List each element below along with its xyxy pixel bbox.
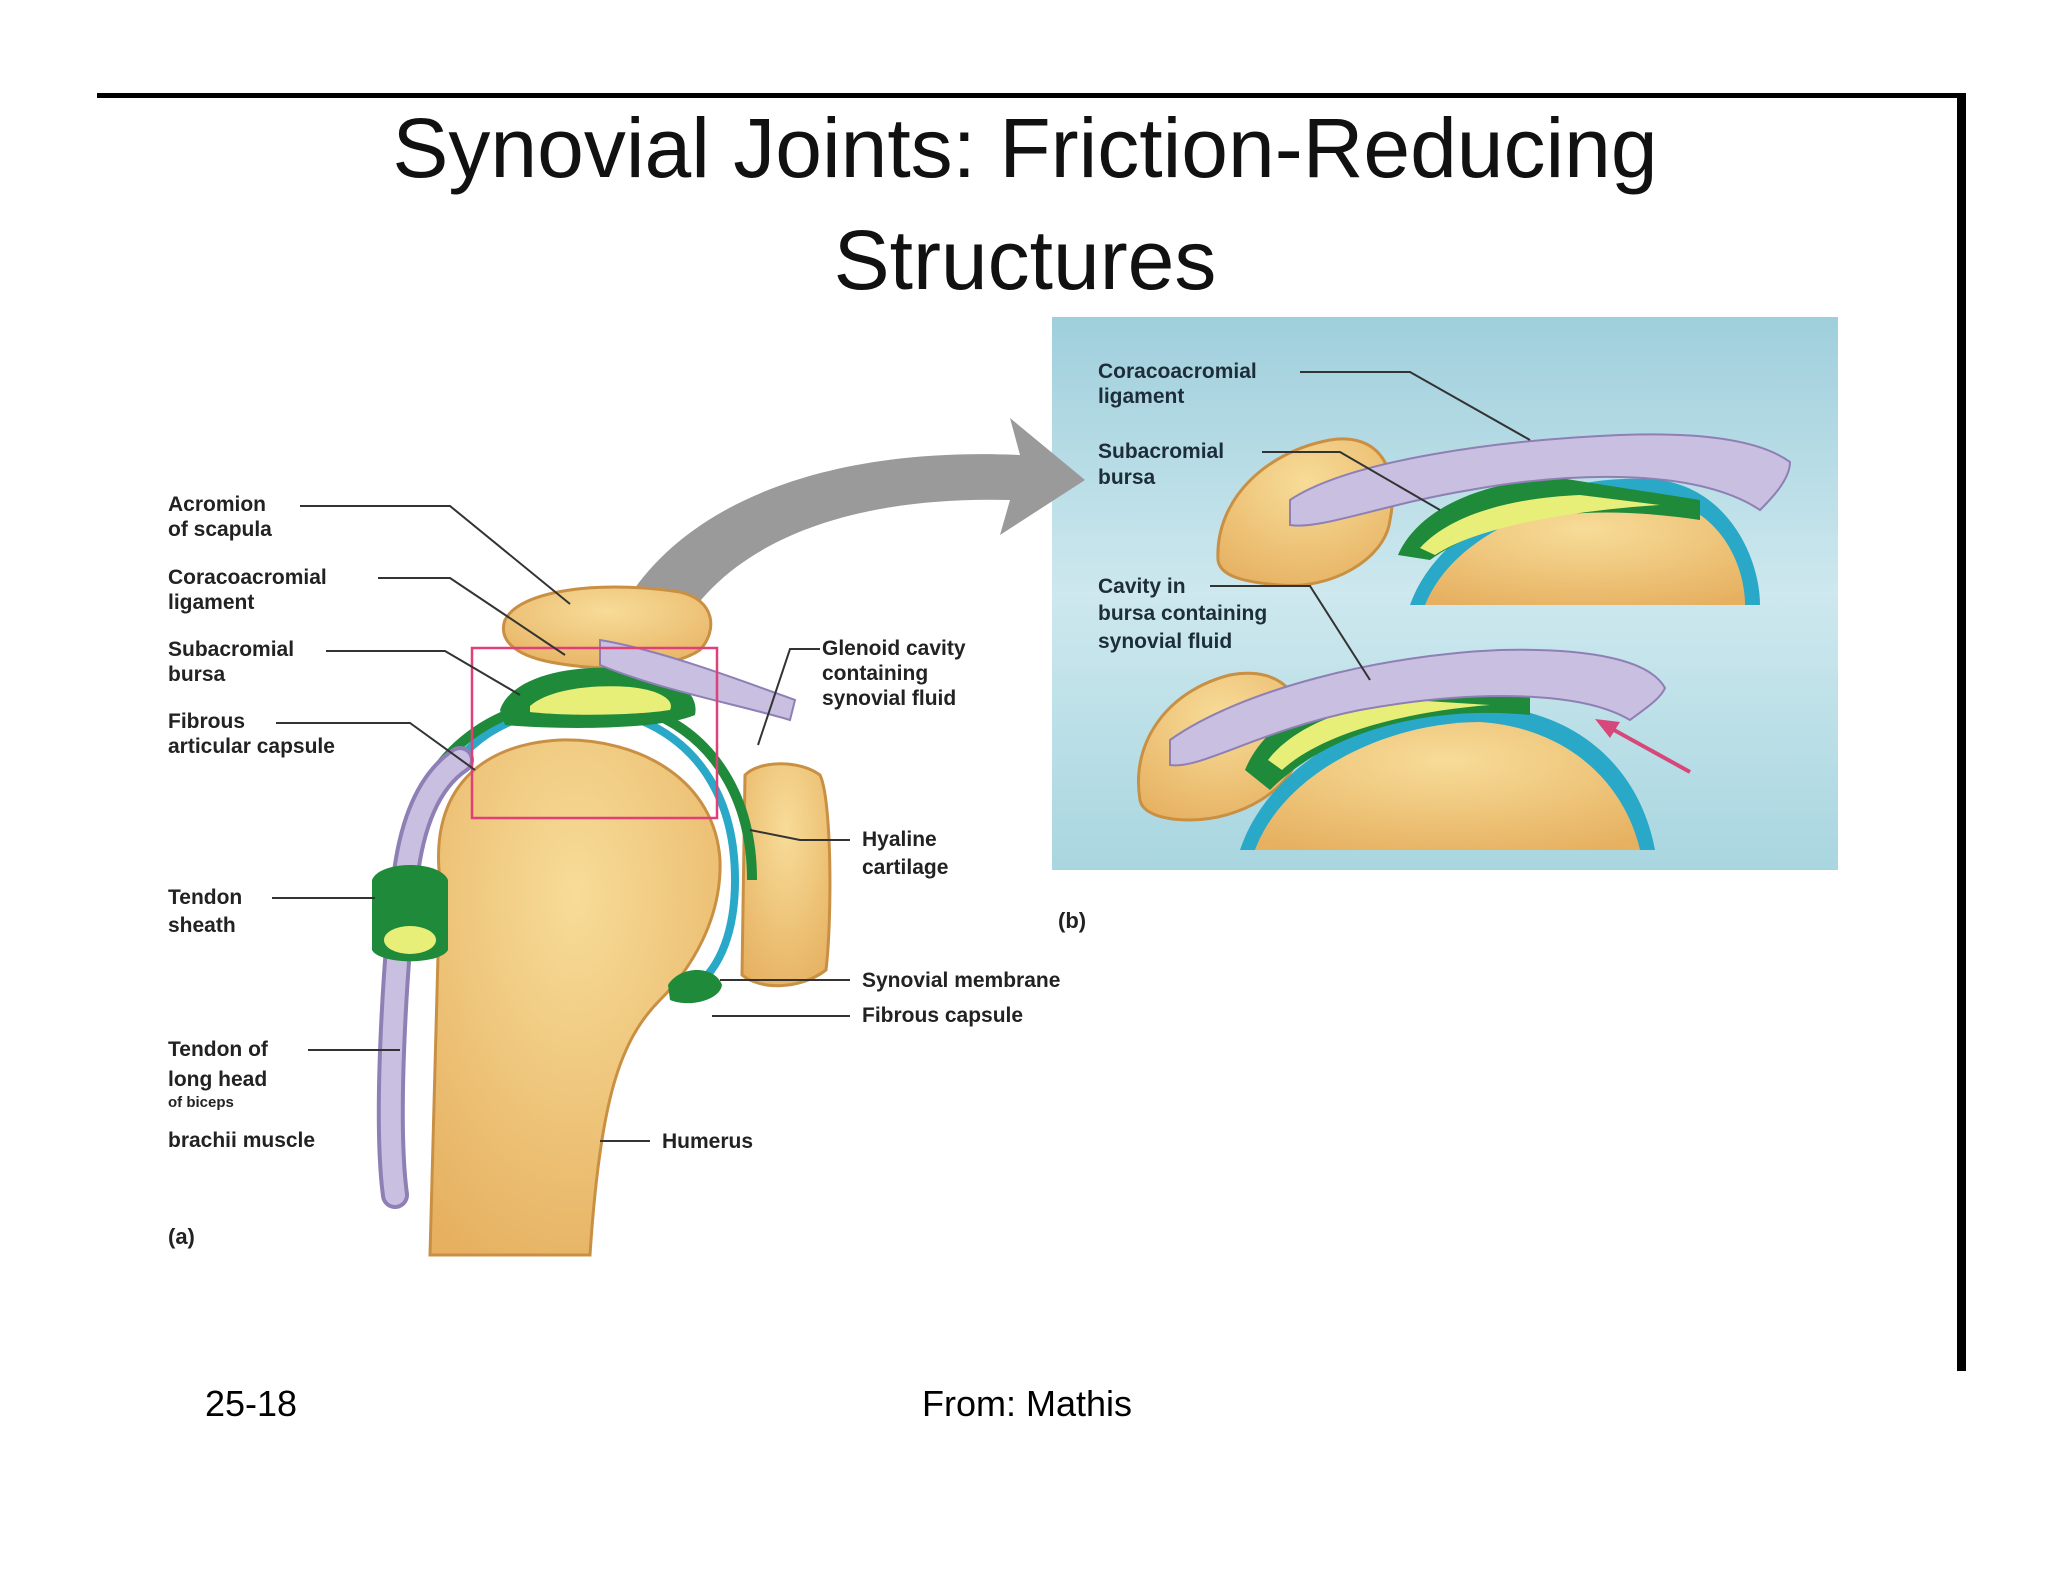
label-glenoid-line2: containing (822, 662, 928, 685)
leader-lines-a (272, 505, 850, 1142)
magnified-region-box (470, 646, 719, 820)
bursa-fluid-b-lower (1268, 700, 1490, 770)
scapula-glenoid (740, 762, 832, 988)
ligament-b-upper (1289, 433, 1792, 527)
label-tendon-long-head-line3: of biceps (168, 1094, 234, 1111)
slide-title: Synovial Joints: Friction-Reducing Struc… (150, 92, 1900, 316)
label-subacromial-a-line2: bursa (168, 663, 226, 686)
label-glenoid-line1: Glenoid cavity (822, 637, 966, 660)
label-subacromial-a-line1: Subacromial (168, 638, 294, 661)
bursa-b-upper (1398, 478, 1700, 560)
label-tendon-long-head-line1: Tendon of (168, 1038, 269, 1061)
labels-panel-b: Coracoacromial ligament Subacromial burs… (1058, 360, 1267, 933)
coracoacromial-ligament-a (599, 638, 797, 722)
label-coracoacromial-a-line1: Coracoacromial (168, 566, 327, 589)
label-coracoacromial-b-line2: ligament (1098, 385, 1184, 408)
panel-a-illustration (372, 585, 832, 1257)
slide-number: 25-18 (205, 1383, 298, 1424)
tendon-sheath-fluid-a (384, 926, 436, 954)
label-cavity-b-line3: synovial fluid (1098, 630, 1232, 653)
label-acromion-line2: of scapula (168, 518, 272, 541)
ligament-b-lower (1169, 648, 1667, 767)
label-tendon-sheath-line1: Tendon (168, 886, 242, 909)
label-glenoid-line3: synovial fluid (822, 687, 956, 710)
panel-b-label: (b) (1058, 908, 1086, 933)
magnify-arrow (600, 418, 1085, 680)
label-cavity-b-line2: bursa containing (1098, 602, 1267, 625)
label-fibrous-capsule: Fibrous capsule (862, 1004, 1023, 1027)
humerus-head-b-upper (1425, 496, 1745, 605)
slide-title-line1: Synovial Joints: Friction-Reducing (392, 101, 1658, 195)
panel-a-label: (a) (168, 1224, 195, 1249)
label-coracoacromial-a-line2: ligament (168, 591, 254, 614)
label-fibrous-articular-line1: Fibrous (168, 710, 245, 733)
label-subacromial-b-line2: bursa (1098, 466, 1156, 489)
humerus-head-b-lower (1255, 722, 1640, 850)
label-hyaline-line2: cartilage (862, 856, 948, 879)
panel-b-illustration (1052, 317, 1838, 870)
source-credit: From: Mathis (922, 1383, 1133, 1424)
slide-frame-right (1957, 93, 1966, 1371)
bursa-fluid-b-upper (1420, 495, 1660, 555)
label-tendon-sheath-line2: sheath (168, 914, 236, 937)
label-fibrous-articular-line2: articular capsule (168, 735, 335, 758)
label-acromion-line1: Acromion (168, 493, 266, 516)
label-tendon-long-head-line4: brachii muscle (168, 1129, 315, 1152)
label-tendon-long-head-line2: long head (168, 1068, 267, 1091)
label-synovial-membrane: Synovial membrane (862, 969, 1060, 992)
slide-frame-top (97, 93, 1965, 98)
label-cavity-b-line1: Cavity in (1098, 575, 1186, 598)
slide-title-line2: Structures (833, 213, 1217, 307)
label-humerus: Humerus (662, 1130, 753, 1153)
humerus-a (428, 738, 722, 1257)
label-coracoacromial-b-line1: Coracoacromial (1098, 360, 1257, 383)
pressure-arrow-b (1604, 723, 1691, 774)
synovial-pouch-a (668, 970, 722, 1004)
label-hyaline-line1: Hyaline (862, 828, 937, 851)
pressure-arrowhead-b (1595, 719, 1620, 738)
label-subacromial-b-line1: Subacromial (1098, 440, 1224, 463)
leader-lines-b (1210, 371, 1531, 681)
subacromial-fluid-a (530, 686, 671, 715)
labels-panel-a: Acromion of scapula Coracoacromial ligam… (168, 493, 1060, 1249)
